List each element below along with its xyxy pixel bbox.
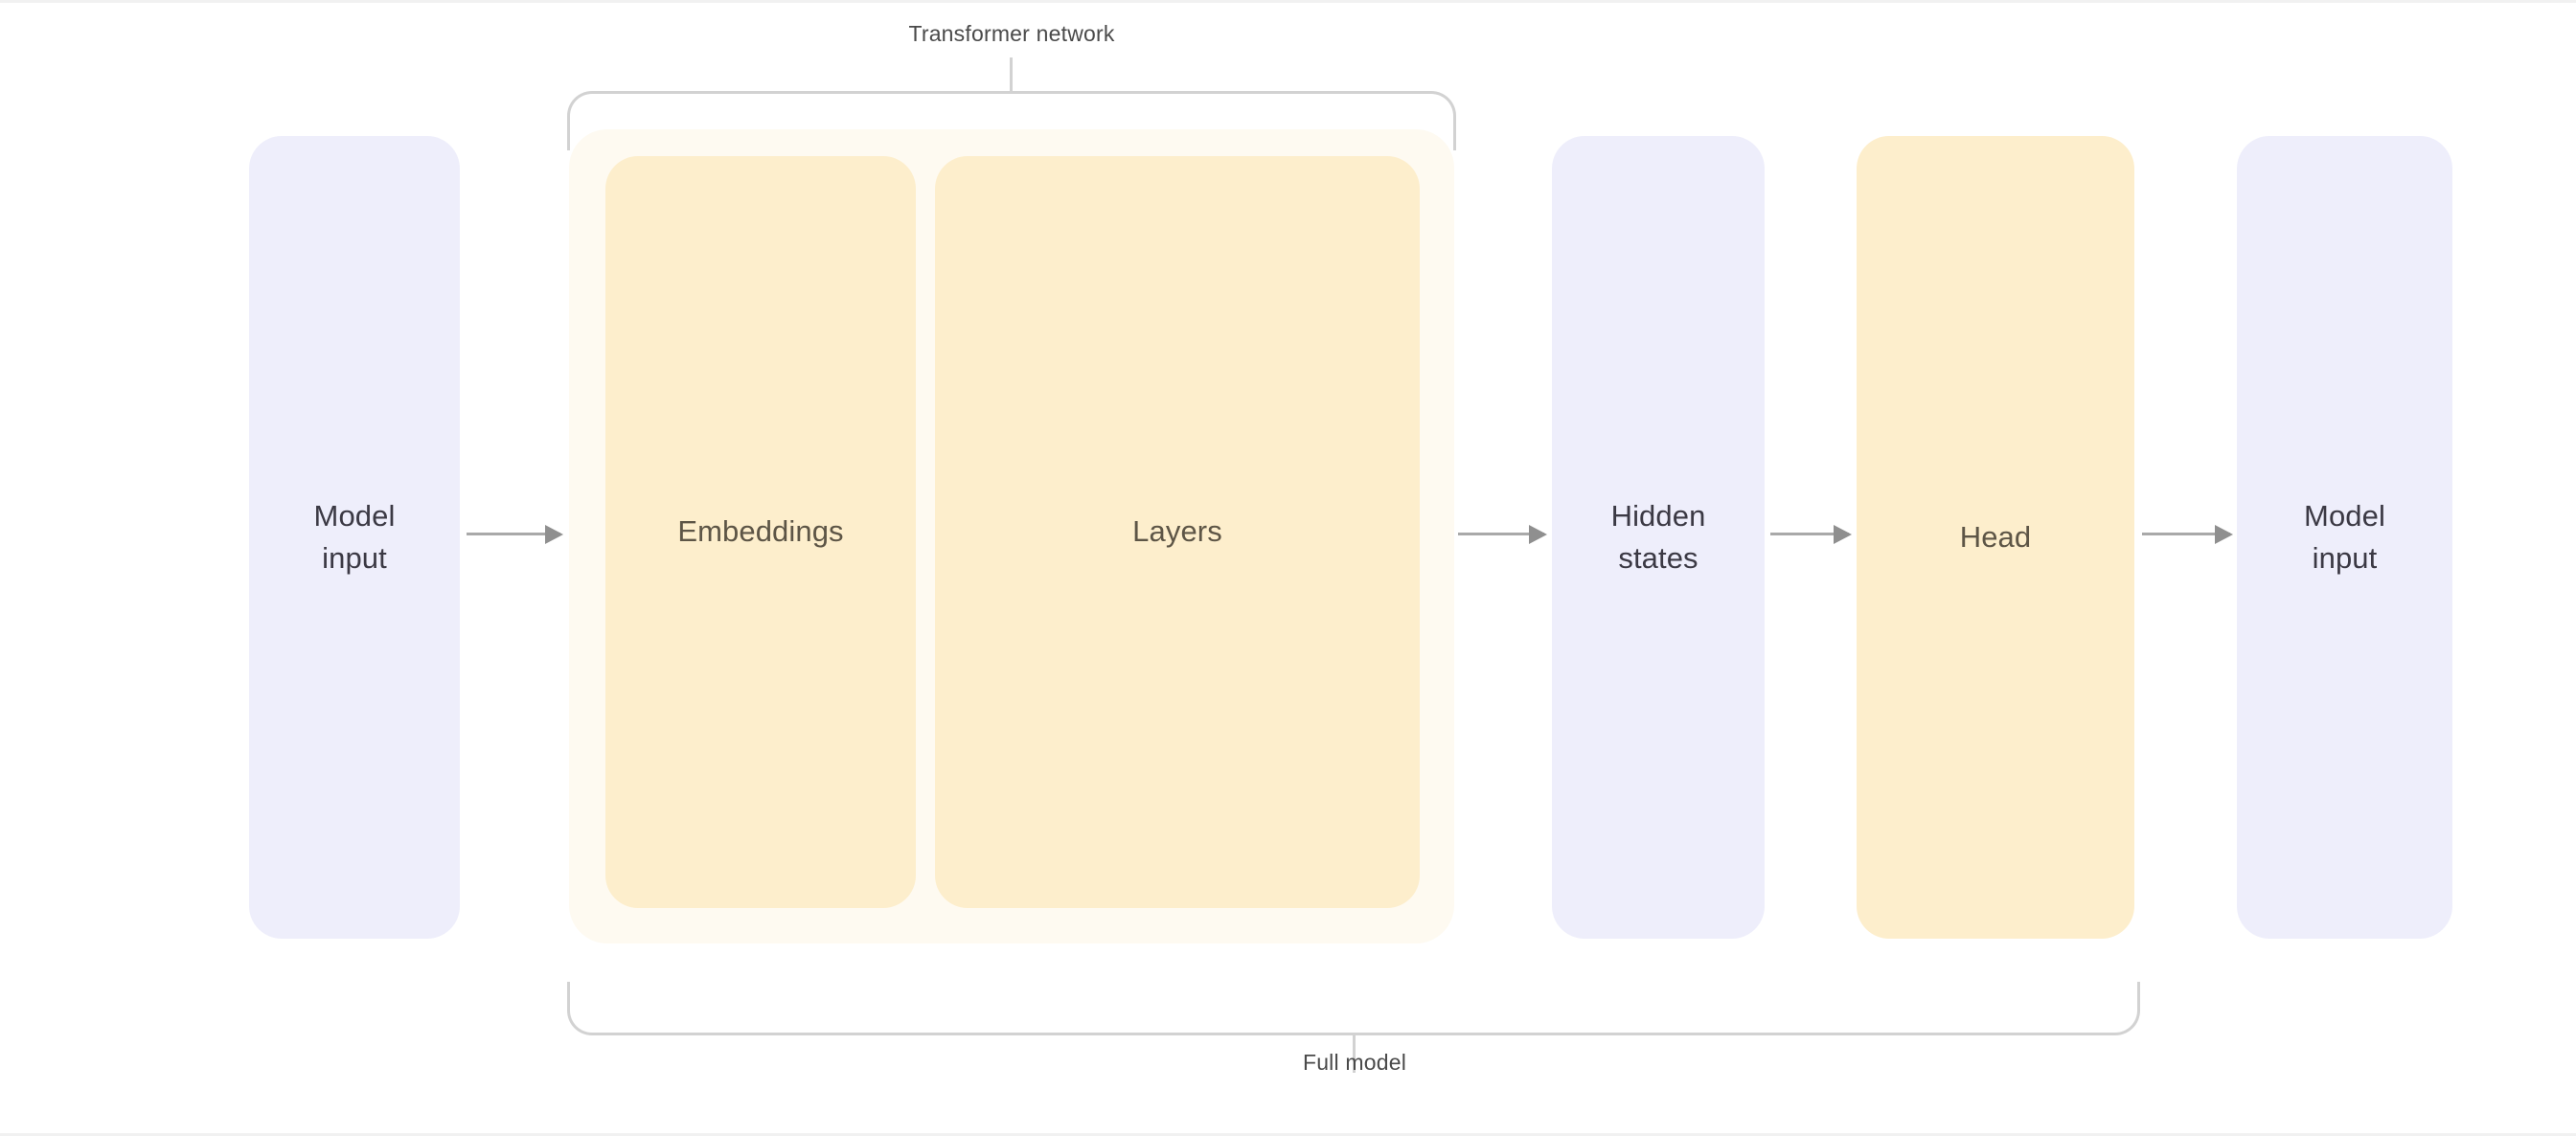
block-hidden-states[interactable]: Hidden states <box>1552 136 1765 939</box>
block-embeddings-label: Embeddings <box>677 514 844 549</box>
block-layers-label: Layers <box>1132 514 1222 549</box>
bracket-full-model <box>567 982 2140 1035</box>
bracket-full-model-stem <box>1353 1033 1356 1073</box>
block-model-input-right[interactable]: Model input <box>2237 136 2452 939</box>
block-model-input-right-label: Model input <box>2304 498 2385 575</box>
page-top-edge <box>0 0 2576 3</box>
block-hidden-states-label: Hidden states <box>1610 498 1706 575</box>
bracket-transformer-network-stem <box>1010 57 1013 93</box>
arrow-layers-to-hidden <box>1458 533 1544 535</box>
block-head[interactable]: Head <box>1857 136 2134 939</box>
arrow-head-to-output <box>2142 533 2230 535</box>
block-head-label: Head <box>1959 519 2032 554</box>
caption-transformer-network: Transformer network <box>908 21 1115 46</box>
block-layers[interactable]: Layers <box>935 156 1420 908</box>
caption-full-model: Full model <box>1302 1050 1407 1075</box>
block-model-input-left-label: Model input <box>313 498 396 575</box>
block-model-input-left[interactable]: Model input <box>249 136 460 939</box>
page-bottom-edge <box>0 1133 2576 1136</box>
arrow-input-to-transformer <box>467 533 560 535</box>
arrow-hidden-to-head <box>1770 533 1849 535</box>
block-embeddings[interactable]: Embeddings <box>605 156 916 908</box>
